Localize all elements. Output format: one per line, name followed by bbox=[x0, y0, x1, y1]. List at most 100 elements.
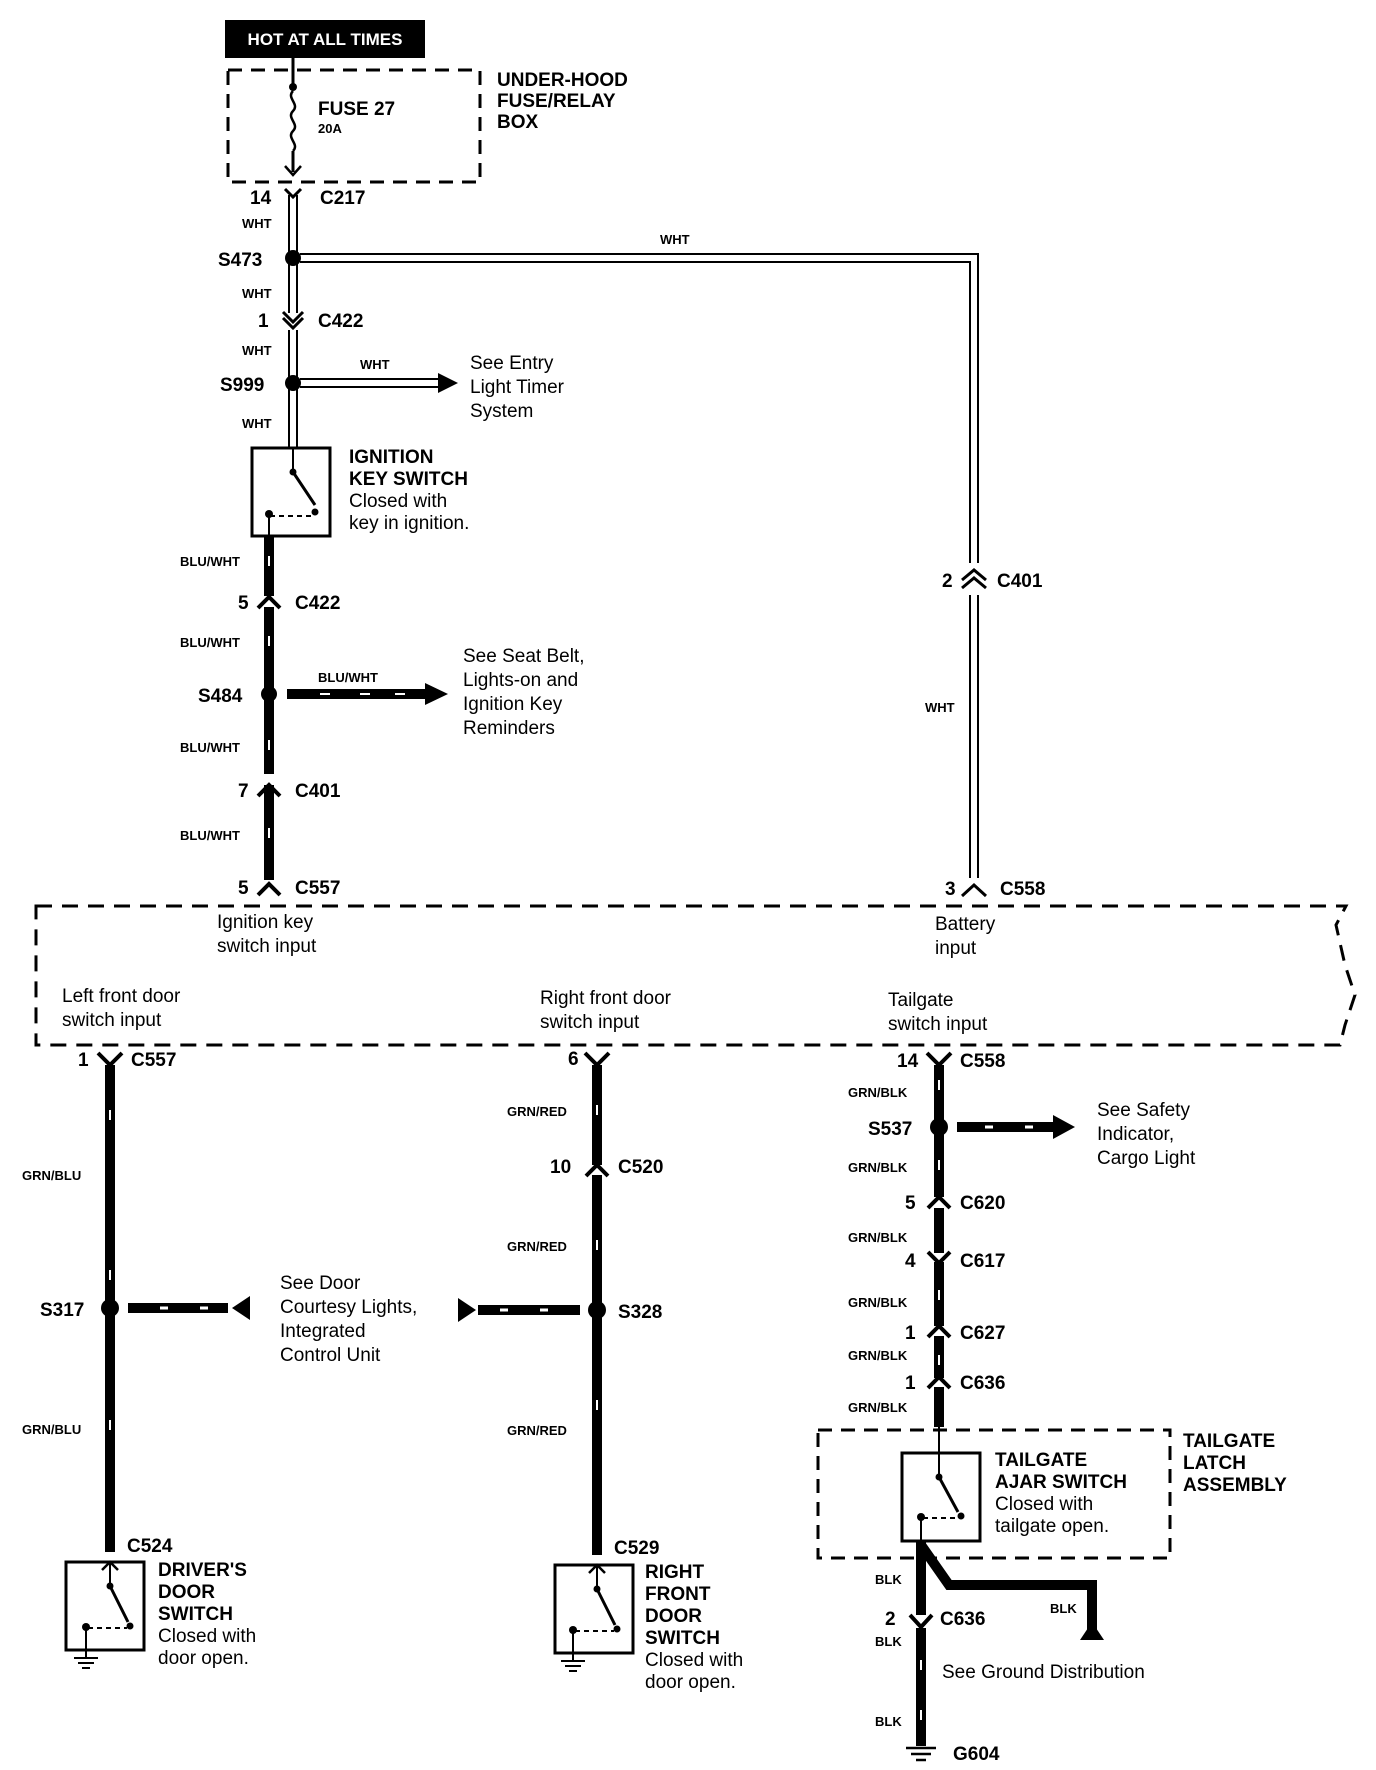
wire-label-grnred-3: GRN/RED bbox=[507, 1423, 567, 1438]
wire-label-grnred-1: GRN/RED bbox=[507, 1104, 567, 1119]
pin-4-c617: 4 bbox=[905, 1251, 916, 1272]
wire-label-grnblk-5: GRN/BLK bbox=[848, 1348, 908, 1363]
ref-entry-3: System bbox=[470, 401, 533, 422]
ref-seat-1: See Seat Belt, bbox=[463, 646, 584, 667]
tailgate-latch-assembly-outline bbox=[816, 1428, 1172, 1560]
connector-c401-right: C401 bbox=[997, 571, 1043, 592]
connector-c620: C620 bbox=[960, 1193, 1005, 1214]
ref-entry-2: Light Timer bbox=[470, 377, 565, 398]
right-switch-name-1: RIGHT bbox=[645, 1562, 705, 1583]
pin-5-c422: 5 bbox=[238, 593, 249, 614]
wire-label-bluwht-2: BLU/WHT bbox=[180, 635, 240, 650]
wire-label-blk-1: BLK bbox=[875, 1572, 902, 1587]
connector-c558-top: C558 bbox=[1000, 879, 1045, 900]
control-unit-outline bbox=[34, 904, 1357, 1047]
splice-s317-label: S317 bbox=[40, 1300, 84, 1321]
tailgate-switch-name-2: AJAR SWITCH bbox=[995, 1472, 1127, 1493]
connector-c524: C524 bbox=[127, 1536, 173, 1557]
wire-label-grnblk-3: GRN/BLK bbox=[848, 1230, 908, 1245]
pin-5-c620: 5 bbox=[905, 1193, 916, 1214]
connector-c636-top: C636 bbox=[960, 1373, 1005, 1394]
blk-wire-2 bbox=[916, 1628, 926, 1746]
drivers-door-switch-box bbox=[64, 1560, 146, 1652]
right-switch-desc-1: Closed with bbox=[645, 1650, 743, 1671]
pin-2-c401: 2 bbox=[942, 571, 953, 592]
wire-label-wht-4: WHT bbox=[242, 416, 272, 431]
ref-seat-4: Reminders bbox=[463, 718, 555, 739]
input-lf-1: Left front door bbox=[62, 986, 181, 1007]
tailgate-assembly-name-3: ASSEMBLY bbox=[1183, 1475, 1287, 1496]
blk-wire-branch bbox=[916, 1542, 1097, 1630]
input-lf-2: switch input bbox=[62, 1010, 162, 1031]
splice-s484 bbox=[261, 686, 277, 702]
pin-14-c558: 14 bbox=[897, 1051, 919, 1072]
connector-c557-top: C557 bbox=[295, 878, 340, 899]
wire-label-grnblu-1: GRN/BLU bbox=[22, 1168, 81, 1183]
input-rf-2: switch input bbox=[540, 1012, 640, 1033]
ground-symbol-g604 bbox=[906, 1746, 936, 1762]
splice-s999 bbox=[285, 375, 301, 391]
ref-ground: See Ground Distribution bbox=[942, 1662, 1145, 1683]
tailgate-assembly-name-1: TAILGATE bbox=[1183, 1431, 1275, 1452]
wire-label-grnblk-1: GRN/BLK bbox=[848, 1085, 908, 1100]
ref-door-4: Control Unit bbox=[280, 1345, 381, 1366]
drivers-switch-name-1: DRIVER'S bbox=[158, 1560, 247, 1581]
tailgate-assembly-name-2: LATCH bbox=[1183, 1453, 1246, 1474]
wire-label-blk-2: BLK bbox=[875, 1634, 902, 1649]
fuse-name: FUSE 27 bbox=[318, 99, 395, 120]
drivers-switch-name-3: SWITCH bbox=[158, 1604, 233, 1625]
connector-c636-bottom: C636 bbox=[940, 1609, 985, 1630]
connector-c557-bottom: C557 bbox=[131, 1050, 176, 1071]
wire-label-grnblk-6: GRN/BLK bbox=[848, 1400, 908, 1415]
splice-s328 bbox=[588, 1301, 606, 1319]
connector-c558-bottom: C558 bbox=[960, 1051, 1005, 1072]
right-door-switch-box bbox=[553, 1563, 635, 1655]
fuse-box-label-2: FUSE/RELAY bbox=[497, 91, 616, 112]
pin-2-c636: 2 bbox=[885, 1609, 896, 1630]
input-bat-2: input bbox=[935, 938, 977, 959]
ref-door-1: See Door bbox=[280, 1273, 361, 1294]
splice-s537-label: S537 bbox=[868, 1119, 912, 1140]
fuse-symbol bbox=[289, 90, 297, 152]
input-bat-1: Battery bbox=[935, 914, 996, 935]
fuse-box-label-1: UNDER-HOOD bbox=[497, 70, 628, 91]
connector-c520: C520 bbox=[618, 1157, 663, 1178]
fuse-box-outline bbox=[226, 68, 482, 184]
wire-label-bluwht-4: BLU/WHT bbox=[180, 828, 240, 843]
ref-door-3: Integrated bbox=[280, 1321, 366, 1342]
ignition-switch-name-2: KEY SWITCH bbox=[349, 469, 468, 490]
connector-c529: C529 bbox=[614, 1538, 659, 1559]
right-switch-name-2: FRONT bbox=[645, 1584, 711, 1605]
ground-g604-label: G604 bbox=[953, 1744, 1000, 1765]
right-switch-name-3: DOOR bbox=[645, 1606, 702, 1627]
wire-label-wht-3: WHT bbox=[242, 343, 272, 358]
right-switch-name-4: SWITCH bbox=[645, 1628, 720, 1649]
splice-s328-label: S328 bbox=[618, 1302, 662, 1323]
connector-c617: C617 bbox=[960, 1251, 1005, 1272]
ground-triangle bbox=[1080, 1622, 1104, 1640]
ignition-switch-box bbox=[250, 446, 332, 538]
tailgate-switch-box bbox=[900, 1451, 982, 1543]
splice-s537 bbox=[930, 1118, 948, 1136]
connector-c627: C627 bbox=[960, 1323, 1005, 1344]
pin-1-c422: 1 bbox=[258, 311, 269, 332]
splice-s473-label: S473 bbox=[218, 250, 262, 271]
wire-label-grnblu-2: GRN/BLU bbox=[22, 1422, 81, 1437]
arrow-safety-indicator bbox=[1053, 1115, 1075, 1139]
grn-red-wire-2 bbox=[592, 1175, 602, 1555]
wire-label-grnred-2: GRN/RED bbox=[507, 1239, 567, 1254]
ref-safety-1: See Safety bbox=[1097, 1100, 1190, 1121]
input-ign-2: switch input bbox=[217, 936, 317, 957]
tailgate-switch-name-1: TAILGATE bbox=[995, 1450, 1087, 1471]
drivers-switch-name-2: DOOR bbox=[158, 1582, 215, 1603]
wire-label-bluwht-branch: BLU/WHT bbox=[318, 670, 378, 685]
wire-label-wht-1: WHT bbox=[242, 216, 272, 231]
wire-label-grnblk-2: GRN/BLK bbox=[848, 1160, 908, 1175]
tailgate-switch-desc-2: tailgate open. bbox=[995, 1516, 1109, 1537]
wht-wire-right bbox=[300, 253, 979, 878]
input-ign-1: Ignition key bbox=[217, 912, 314, 933]
drivers-switch-desc-1: Closed with bbox=[158, 1626, 256, 1647]
ref-safety-2: Indicator, bbox=[1097, 1124, 1174, 1145]
connector-c401-left: C401 bbox=[295, 781, 341, 802]
